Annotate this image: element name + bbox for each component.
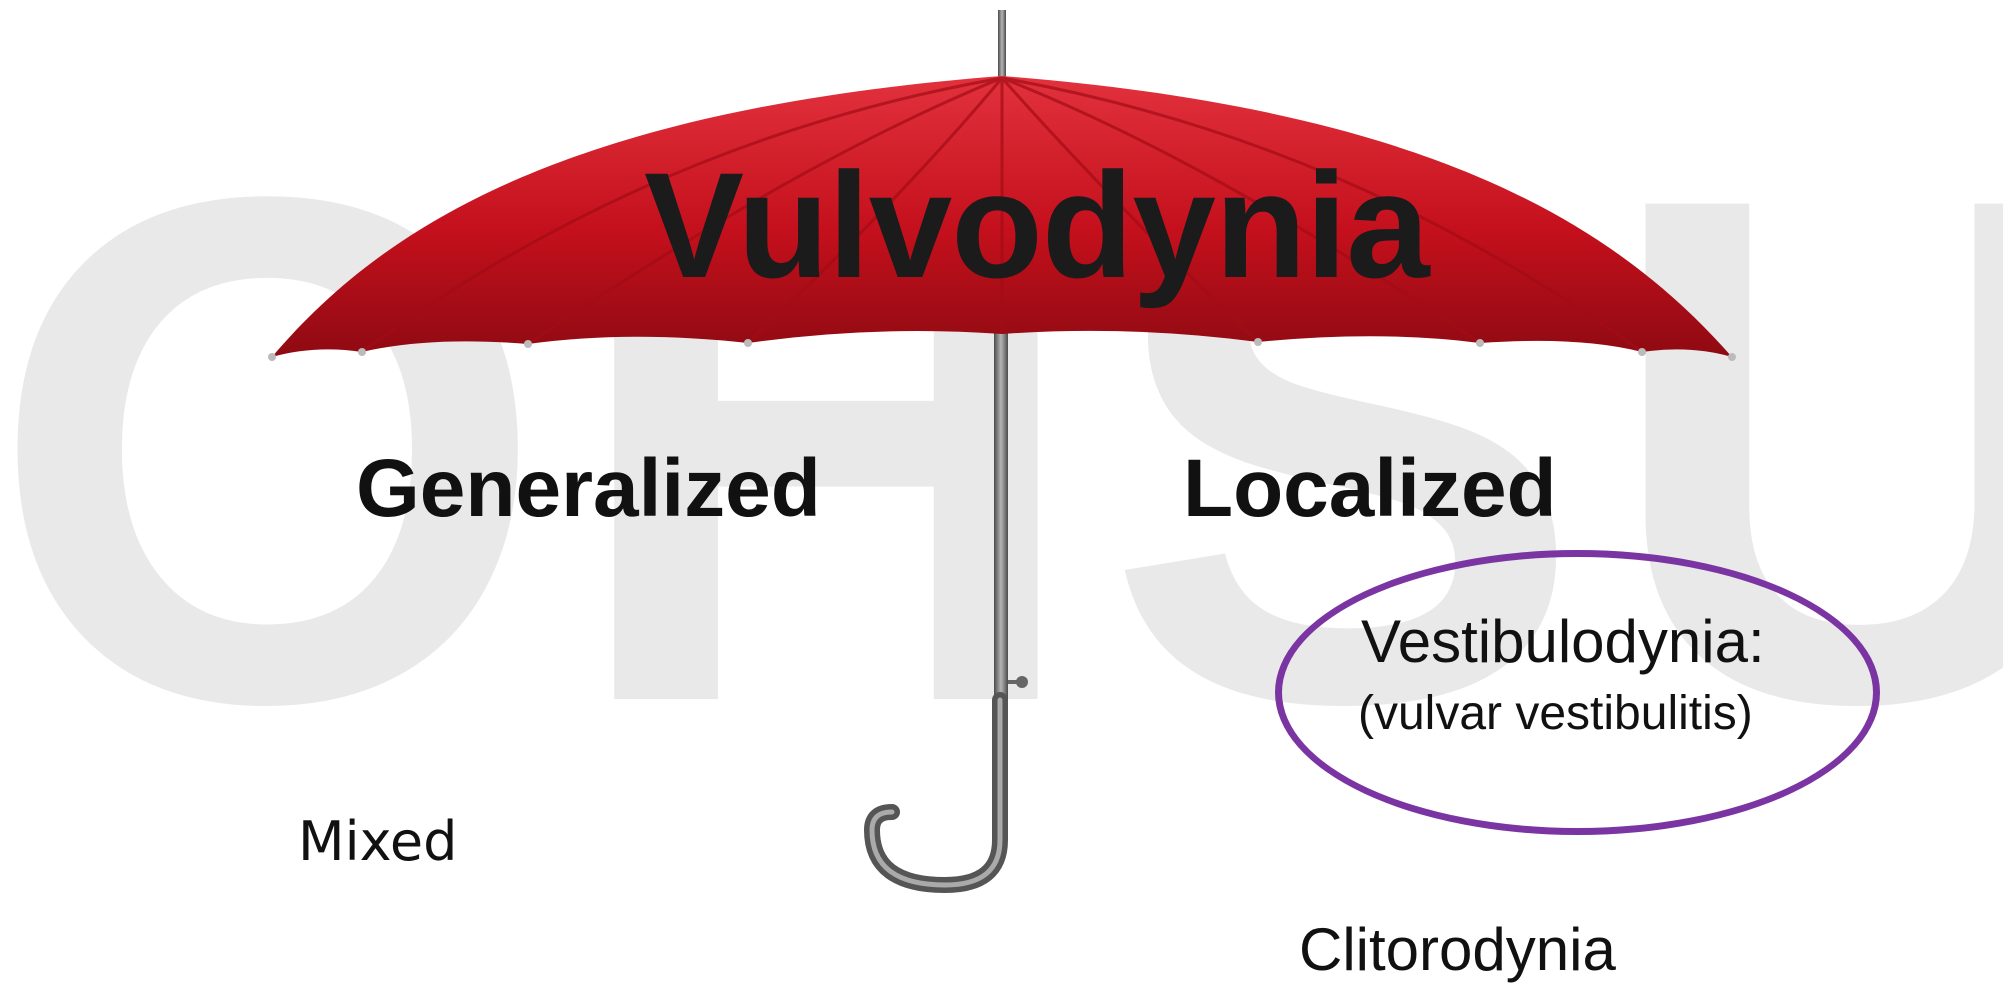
subtype-vestibulodynia-alias: (vulvar vestibulitis) bbox=[1358, 690, 1753, 738]
subtype-clitorodynia: Clitorodynia bbox=[1299, 920, 1616, 980]
title-vulvodynia: Vulvodynia bbox=[644, 150, 1429, 300]
branch-generalized: Generalized bbox=[356, 448, 821, 530]
subtype-mixed: Mixed bbox=[298, 815, 457, 869]
subtype-vestibulodynia: Vestibulodynia: bbox=[1361, 612, 1765, 672]
branch-localized: Localized bbox=[1183, 448, 1557, 530]
